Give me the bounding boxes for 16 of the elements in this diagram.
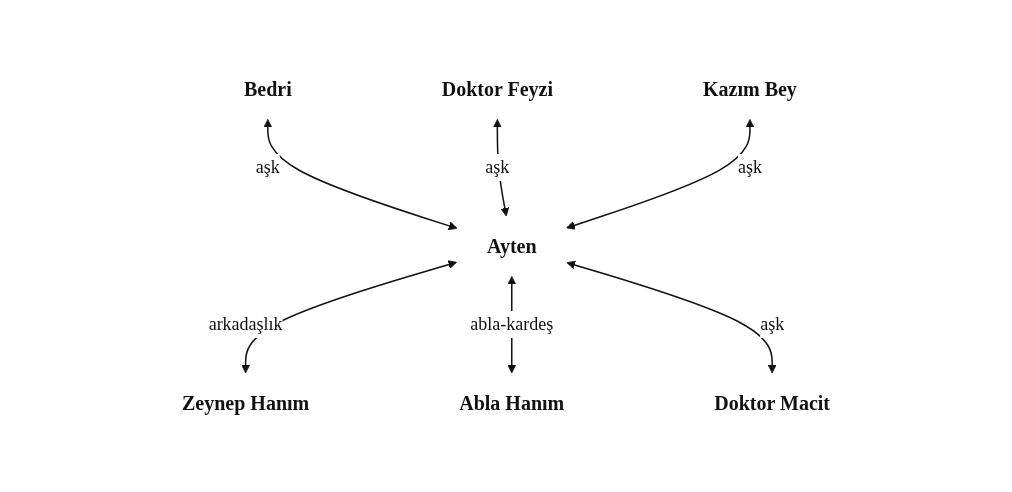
- node-text: Doktor Macit: [714, 392, 830, 414]
- node-text: Abla Hanım: [459, 392, 565, 414]
- edge-label: aşk: [255, 157, 280, 177]
- node-text: Kazım Bey: [703, 78, 797, 100]
- edge-label: arkadaşlık: [208, 314, 283, 334]
- node-text: Bedri: [243, 78, 292, 100]
- arrow: [263, 119, 458, 231]
- edge-label: aşk: [760, 314, 785, 334]
- edge-label: abla-kardeş: [470, 314, 554, 334]
- edge-label: aşk: [485, 157, 510, 177]
- edge-label: aşk: [737, 157, 762, 177]
- arrow: [566, 260, 777, 374]
- arrow: [566, 119, 755, 230]
- node-text: Doktor Feyzi: [441, 78, 553, 100]
- node-text: Ayten: [486, 235, 537, 257]
- node-text: Zeynep Hanım: [182, 392, 310, 414]
